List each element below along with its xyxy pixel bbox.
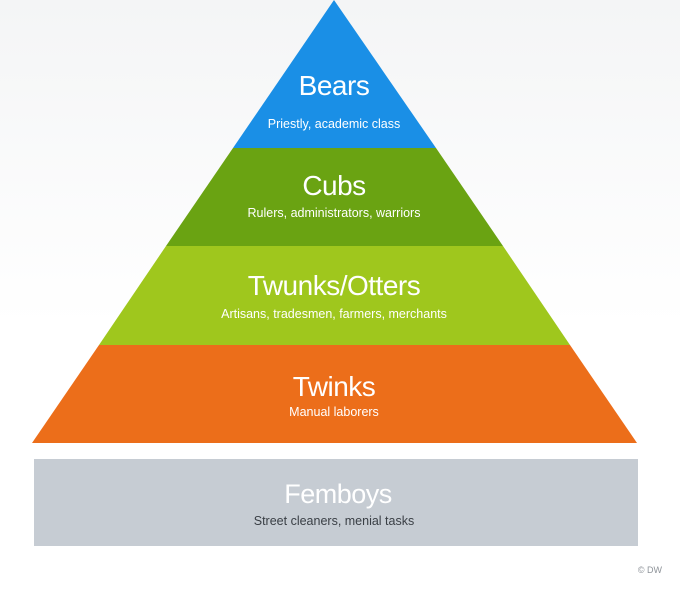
tier-title: Twunks/Otters [248, 270, 420, 301]
tier-description: Manual laborers [289, 405, 379, 419]
pyramid-tier-bears: Bears Priestly, academic class [233, 0, 436, 148]
tier-description: Rulers, administrators, warriors [248, 206, 421, 220]
watermark-dw: © DW [638, 565, 663, 575]
tier-shape [166, 148, 503, 246]
tier-shape [32, 345, 637, 443]
base-title: Femboys [284, 479, 392, 509]
tier-description: Priestly, academic class [268, 117, 400, 131]
tier-description: Artisans, tradesmen, farmers, merchants [221, 307, 447, 321]
tier-shape [233, 0, 436, 148]
tier-shape [99, 246, 570, 345]
tier-title: Cubs [302, 170, 365, 201]
pyramid-base-femboys: Femboys Street cleaners, menial tasks [34, 459, 638, 546]
pyramid-tier-twunks-otters: Twunks/Otters Artisans, tradesmen, farme… [99, 246, 570, 345]
pyramid-tier-twinks: Twinks Manual laborers [32, 345, 637, 443]
pyramid-tier-cubs: Cubs Rulers, administrators, warriors [166, 148, 503, 246]
base-shape [34, 459, 638, 546]
base-description: Street cleaners, menial tasks [254, 514, 415, 528]
tier-title: Bears [299, 70, 370, 101]
tier-title: Twinks [293, 371, 376, 402]
